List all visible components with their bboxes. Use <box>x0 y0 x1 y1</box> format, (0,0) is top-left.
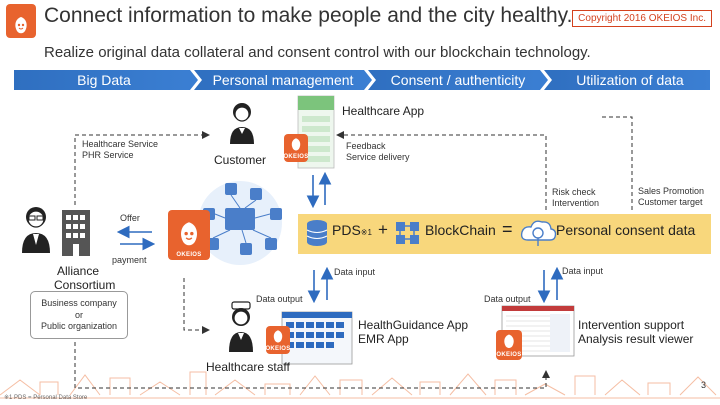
data-network-cluster <box>198 181 282 265</box>
blockchain-icon <box>396 222 419 244</box>
leaf-face-icon <box>504 334 514 349</box>
data-output-1-label: Data output <box>256 294 303 304</box>
dashed-alliance-to-staff <box>183 278 210 334</box>
customer-label: Customer <box>214 153 267 167</box>
page-title: Connect information to make people and t… <box>44 4 573 27</box>
hc-service-label: Healthcare Service PHR Service <box>82 139 159 160</box>
healthcare-app-label: Healthcare App <box>342 104 425 118</box>
database-icon <box>306 220 328 246</box>
stage-chevrons <box>14 70 710 90</box>
consent-data-label: Personal consent data <box>556 222 696 238</box>
organization-box: Business company or Public organization <box>30 291 128 339</box>
stage-big-data: Big Data <box>77 72 131 88</box>
blockchain-label: BlockChain <box>425 222 496 238</box>
stage-consent: Consent / authenticity <box>390 72 526 88</box>
stage-chevron-1 <box>14 70 198 90</box>
okeios-logo-center: OKEIOS <box>168 210 210 260</box>
copyright-badge: Copyright 2016 OKEIOS Inc. <box>572 10 712 27</box>
stage-chevron-4 <box>544 70 710 90</box>
pds-label: PDS※1 <box>332 222 372 238</box>
stage-utilization: Utilization of data <box>576 72 684 88</box>
leaf-face-icon <box>181 222 197 246</box>
offer-label: Offer <box>120 213 140 223</box>
footnote: ※1 PDS = Personal Data Store <box>4 395 88 401</box>
intervention-label: Intervention support Analysis result vie… <box>578 318 694 347</box>
healthguidance-app-screenshot <box>281 311 353 365</box>
dashed-sales <box>602 116 633 210</box>
page-number: 3 <box>700 380 706 390</box>
consent-cloud-icon <box>520 220 557 246</box>
consent-band <box>298 214 711 254</box>
okeios-logo-intervention: OKEIOS <box>496 330 522 360</box>
risk-check-label: Risk check Intervention <box>552 187 600 208</box>
equals-sign: = <box>502 219 513 239</box>
businessman-icon <box>22 207 50 253</box>
okeios-logo-staff: OKEIOS <box>266 326 290 354</box>
dashed-alliance-to-customer <box>74 131 210 205</box>
data-input-1-label: Data input <box>334 267 376 277</box>
town-silhouette <box>0 371 720 399</box>
okeios-logo-customer: OKEIOS <box>284 134 308 162</box>
leaf-face-icon <box>15 17 27 34</box>
building-icon <box>62 210 90 256</box>
plus-sign: + <box>378 220 388 239</box>
sales-label: Sales Promotion Customer target <box>638 186 705 207</box>
stage-chevron-2 <box>194 70 372 90</box>
nurse-person-icon <box>229 301 253 352</box>
leaf-face-icon <box>291 138 301 151</box>
dashed-feedback <box>336 131 547 210</box>
stage-chevron-3 <box>368 70 548 90</box>
okeios-logo <box>6 4 36 38</box>
dashed-alliance-bottom-loop <box>74 342 550 389</box>
customer-person-icon <box>230 103 254 144</box>
data-output-2-label: Data output <box>484 294 531 304</box>
page-subtitle: Realize original data collateral and con… <box>44 44 591 61</box>
stage-bar: Big Data Personal management Consent / a… <box>14 70 710 90</box>
healthguidance-label: HealthGuidance App EMR App <box>358 318 469 347</box>
healthcare-staff-label: Healthcare staff <box>206 360 290 374</box>
leaf-face-icon <box>273 330 283 343</box>
alliance-label: Alliance Consortium <box>54 264 116 293</box>
data-input-2-label: Data input <box>562 266 604 276</box>
feedback-label: Feedback Service delivery <box>346 141 410 162</box>
payment-label: payment <box>112 255 147 265</box>
stage-personal-management: Personal management <box>212 72 354 88</box>
